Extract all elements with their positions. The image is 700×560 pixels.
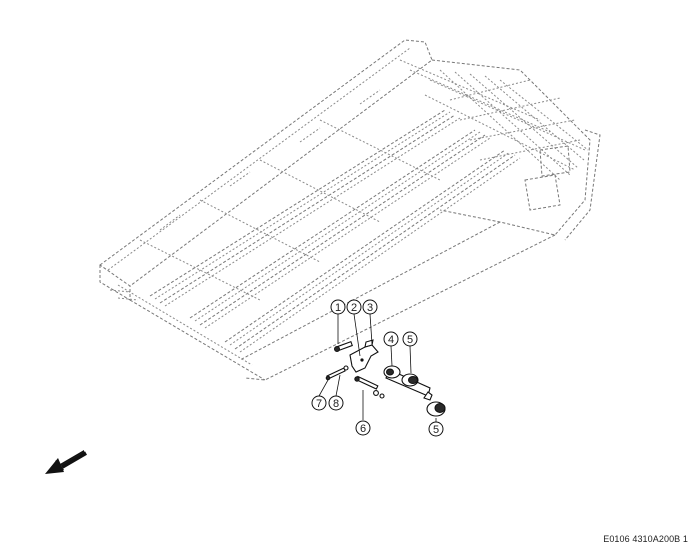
callout-c6: 6 bbox=[355, 420, 371, 436]
callout-label: 5 bbox=[433, 424, 439, 436]
roller-arm-part-4 bbox=[383, 365, 433, 401]
callout-c3: 3 bbox=[362, 299, 378, 315]
callout-c8: 8 bbox=[328, 395, 344, 411]
callout-c7: 7 bbox=[311, 395, 327, 411]
callout-label: 6 bbox=[360, 423, 366, 435]
callout-label: 5 bbox=[407, 334, 413, 346]
callout-c5b: 5 bbox=[428, 421, 444, 437]
callout-c5a: 5 bbox=[402, 331, 418, 347]
drawing-reference-code: E0106 4310A200B 1 bbox=[603, 534, 688, 544]
conveyor-frame-outline bbox=[99, 39, 601, 381]
callout-label: 2 bbox=[351, 302, 357, 314]
callout-c4: 4 bbox=[383, 331, 399, 347]
callout-label: 7 bbox=[316, 398, 322, 410]
leader-lines bbox=[318, 313, 437, 422]
callout-label: 3 bbox=[367, 302, 373, 314]
callout-label: 8 bbox=[333, 398, 339, 410]
fastener-parts-7-8 bbox=[325, 365, 349, 381]
callout-label: 1 bbox=[335, 302, 341, 314]
roller-part-5 bbox=[426, 401, 446, 417]
callout-c2: 2 bbox=[346, 299, 362, 315]
pin-part-6 bbox=[354, 375, 385, 399]
parts-group bbox=[325, 339, 446, 417]
bolt-part-1 bbox=[334, 341, 353, 352]
arrow-down-left-icon bbox=[45, 450, 88, 474]
bracket-part-2-3 bbox=[349, 339, 379, 373]
callout-label: 4 bbox=[388, 334, 394, 346]
callout-c1: 1 bbox=[330, 299, 346, 315]
